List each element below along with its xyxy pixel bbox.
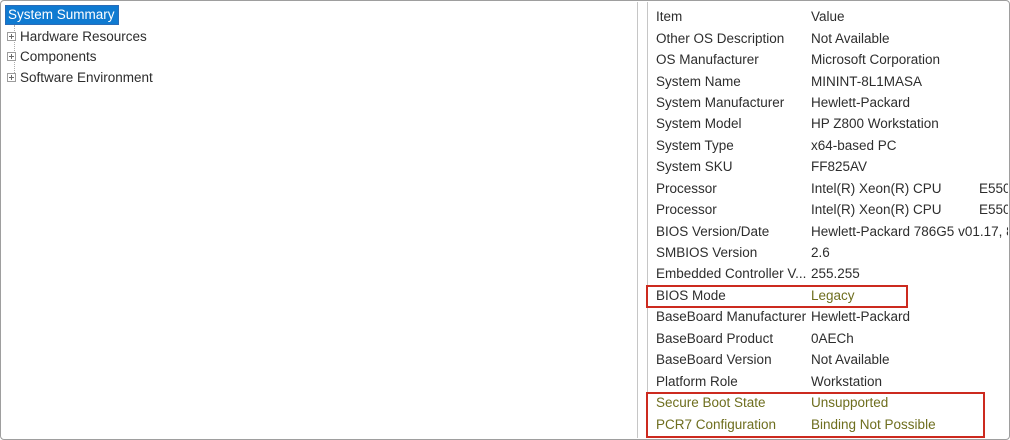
value-cell: Not Available [811, 30, 890, 46]
value-cell: Microsoft Corporation [811, 52, 941, 68]
value-cell: MININT-8L1MASA [811, 73, 923, 89]
detail-row-platform-role[interactable]: Platform Role Workstation [648, 370, 1008, 391]
value-cell: Workstation [811, 373, 883, 389]
item-cell: BaseBoard Manufacturer [656, 309, 807, 325]
tree-item-system-summary-label[interactable]: System Summary [5, 5, 119, 25]
detail-row-baseboard-product[interactable]: BaseBoard Product 0AECh [648, 328, 1008, 349]
value-cell: Hewlett-Packard [811, 94, 911, 110]
tree-item-label: Components [20, 49, 97, 65]
tree-item-software-environment[interactable]: Software Environment [7, 67, 637, 88]
detail-row-system-manufacturer[interactable]: System Manufacturer Hewlett-Packard [648, 92, 1008, 113]
detail-row-system-type[interactable]: System Type x64-based PC [648, 135, 1008, 156]
value-cell: Not Available [811, 352, 890, 368]
item-cell: BaseBoard Product [656, 330, 774, 346]
value-cell: Unsupported [811, 395, 889, 411]
column-header-item[interactable]: Item [656, 9, 683, 25]
item-cell: OS Manufacturer [656, 52, 759, 68]
item-cell: System SKU [656, 159, 733, 175]
value-cell: HP Z800 Workstation [811, 116, 939, 132]
details-header-row[interactable]: Item Value [648, 6, 1008, 27]
item-cell: Processor [656, 202, 717, 218]
item-cell: PCR7 Configuration [656, 416, 777, 432]
item-cell: System Model [656, 116, 742, 132]
value-cell: Legacy [811, 287, 855, 303]
expand-plus-icon[interactable] [7, 72, 16, 82]
item-cell: Embedded Controller V... [656, 266, 807, 282]
detail-row-smbios-version[interactable]: SMBIOS Version 2.6 [648, 242, 1008, 263]
value-cell: 2.6 [811, 245, 830, 261]
item-cell: Other OS Description [656, 30, 785, 46]
detail-row-system-sku[interactable]: System SKU FF825AV [648, 156, 1008, 177]
detail-row-bios-mode[interactable]: BIOS Mode Legacy [648, 285, 1008, 306]
expand-plus-icon[interactable] [7, 31, 16, 41]
column-header-value[interactable]: Value [811, 9, 845, 25]
item-cell: Processor [656, 180, 717, 196]
item-cell: System Name [656, 73, 741, 89]
tree-connector-line [14, 25, 15, 75]
item-cell: BIOS Mode [656, 287, 726, 303]
detail-row-baseboard-version[interactable]: BaseBoard Version Not Available [648, 349, 1008, 370]
tree-item-hardware-resources[interactable]: Hardware Resources [7, 26, 637, 47]
detail-row-bios-version-date[interactable]: BIOS Version/Date Hewlett-Packard 786G5 v… [648, 220, 1008, 241]
value-cell: Hewlett-Packard 786G5 v01.17, 8/ [811, 223, 1008, 239]
tree-item-label: Hardware Resources [20, 28, 147, 44]
item-cell: Secure Boot State [656, 395, 766, 411]
item-cell: BaseBoard Version [656, 352, 772, 368]
item-cell: BIOS Version/Date [656, 223, 770, 239]
item-cell: System Type [656, 137, 734, 153]
detail-row-system-model[interactable]: System Model HP Z800 Workstation [648, 113, 1008, 134]
value-cell: x64-based PC [811, 137, 897, 153]
detail-row-system-name[interactable]: System Name MININT-8L1MASA [648, 70, 1008, 91]
item-cell: Platform Role [656, 373, 738, 389]
expand-plus-icon[interactable] [7, 52, 16, 62]
value-cell: Intel(R) Xeon(R) CPU E5506 [811, 180, 1008, 196]
value-cell: Intel(R) Xeon(R) CPU E5506 [811, 202, 1008, 218]
tree-item-system-summary[interactable]: System Summary [5, 5, 637, 25]
value-cell: Hewlett-Packard [811, 309, 911, 325]
detail-row-secure-boot-state[interactable]: Secure Boot State Unsupported [648, 392, 1008, 413]
detail-row-pcr7-configuration[interactable]: PCR7 Configuration Binding Not Possible [648, 413, 1008, 434]
detail-row-embedded-controller-v[interactable]: Embedded Controller V...255.255 [648, 263, 1008, 284]
item-cell: SMBIOS Version [656, 245, 758, 261]
detail-row-processor[interactable]: Processor Intel(R) Xeon(R) CPU E5506 [648, 178, 1008, 199]
detail-row-processor[interactable]: Processor Intel(R) Xeon(R) CPU E5506 [648, 199, 1008, 220]
detail-row-other-os-description[interactable]: Other OS Description Not Available [648, 27, 1008, 48]
tree-item-label: Software Environment [20, 69, 153, 85]
detail-row-os-manufacturer[interactable]: OS Manufacturer Microsoft Corporation [648, 49, 1008, 70]
item-cell: System Manufacturer [656, 94, 785, 110]
value-cell: 0AECh [811, 330, 854, 346]
value-cell: FF825AV [811, 159, 868, 175]
tree-item-components[interactable]: Components [7, 47, 637, 68]
value-cell: Binding Not Possible [811, 416, 936, 432]
value-cell: 255.255 [811, 266, 860, 282]
